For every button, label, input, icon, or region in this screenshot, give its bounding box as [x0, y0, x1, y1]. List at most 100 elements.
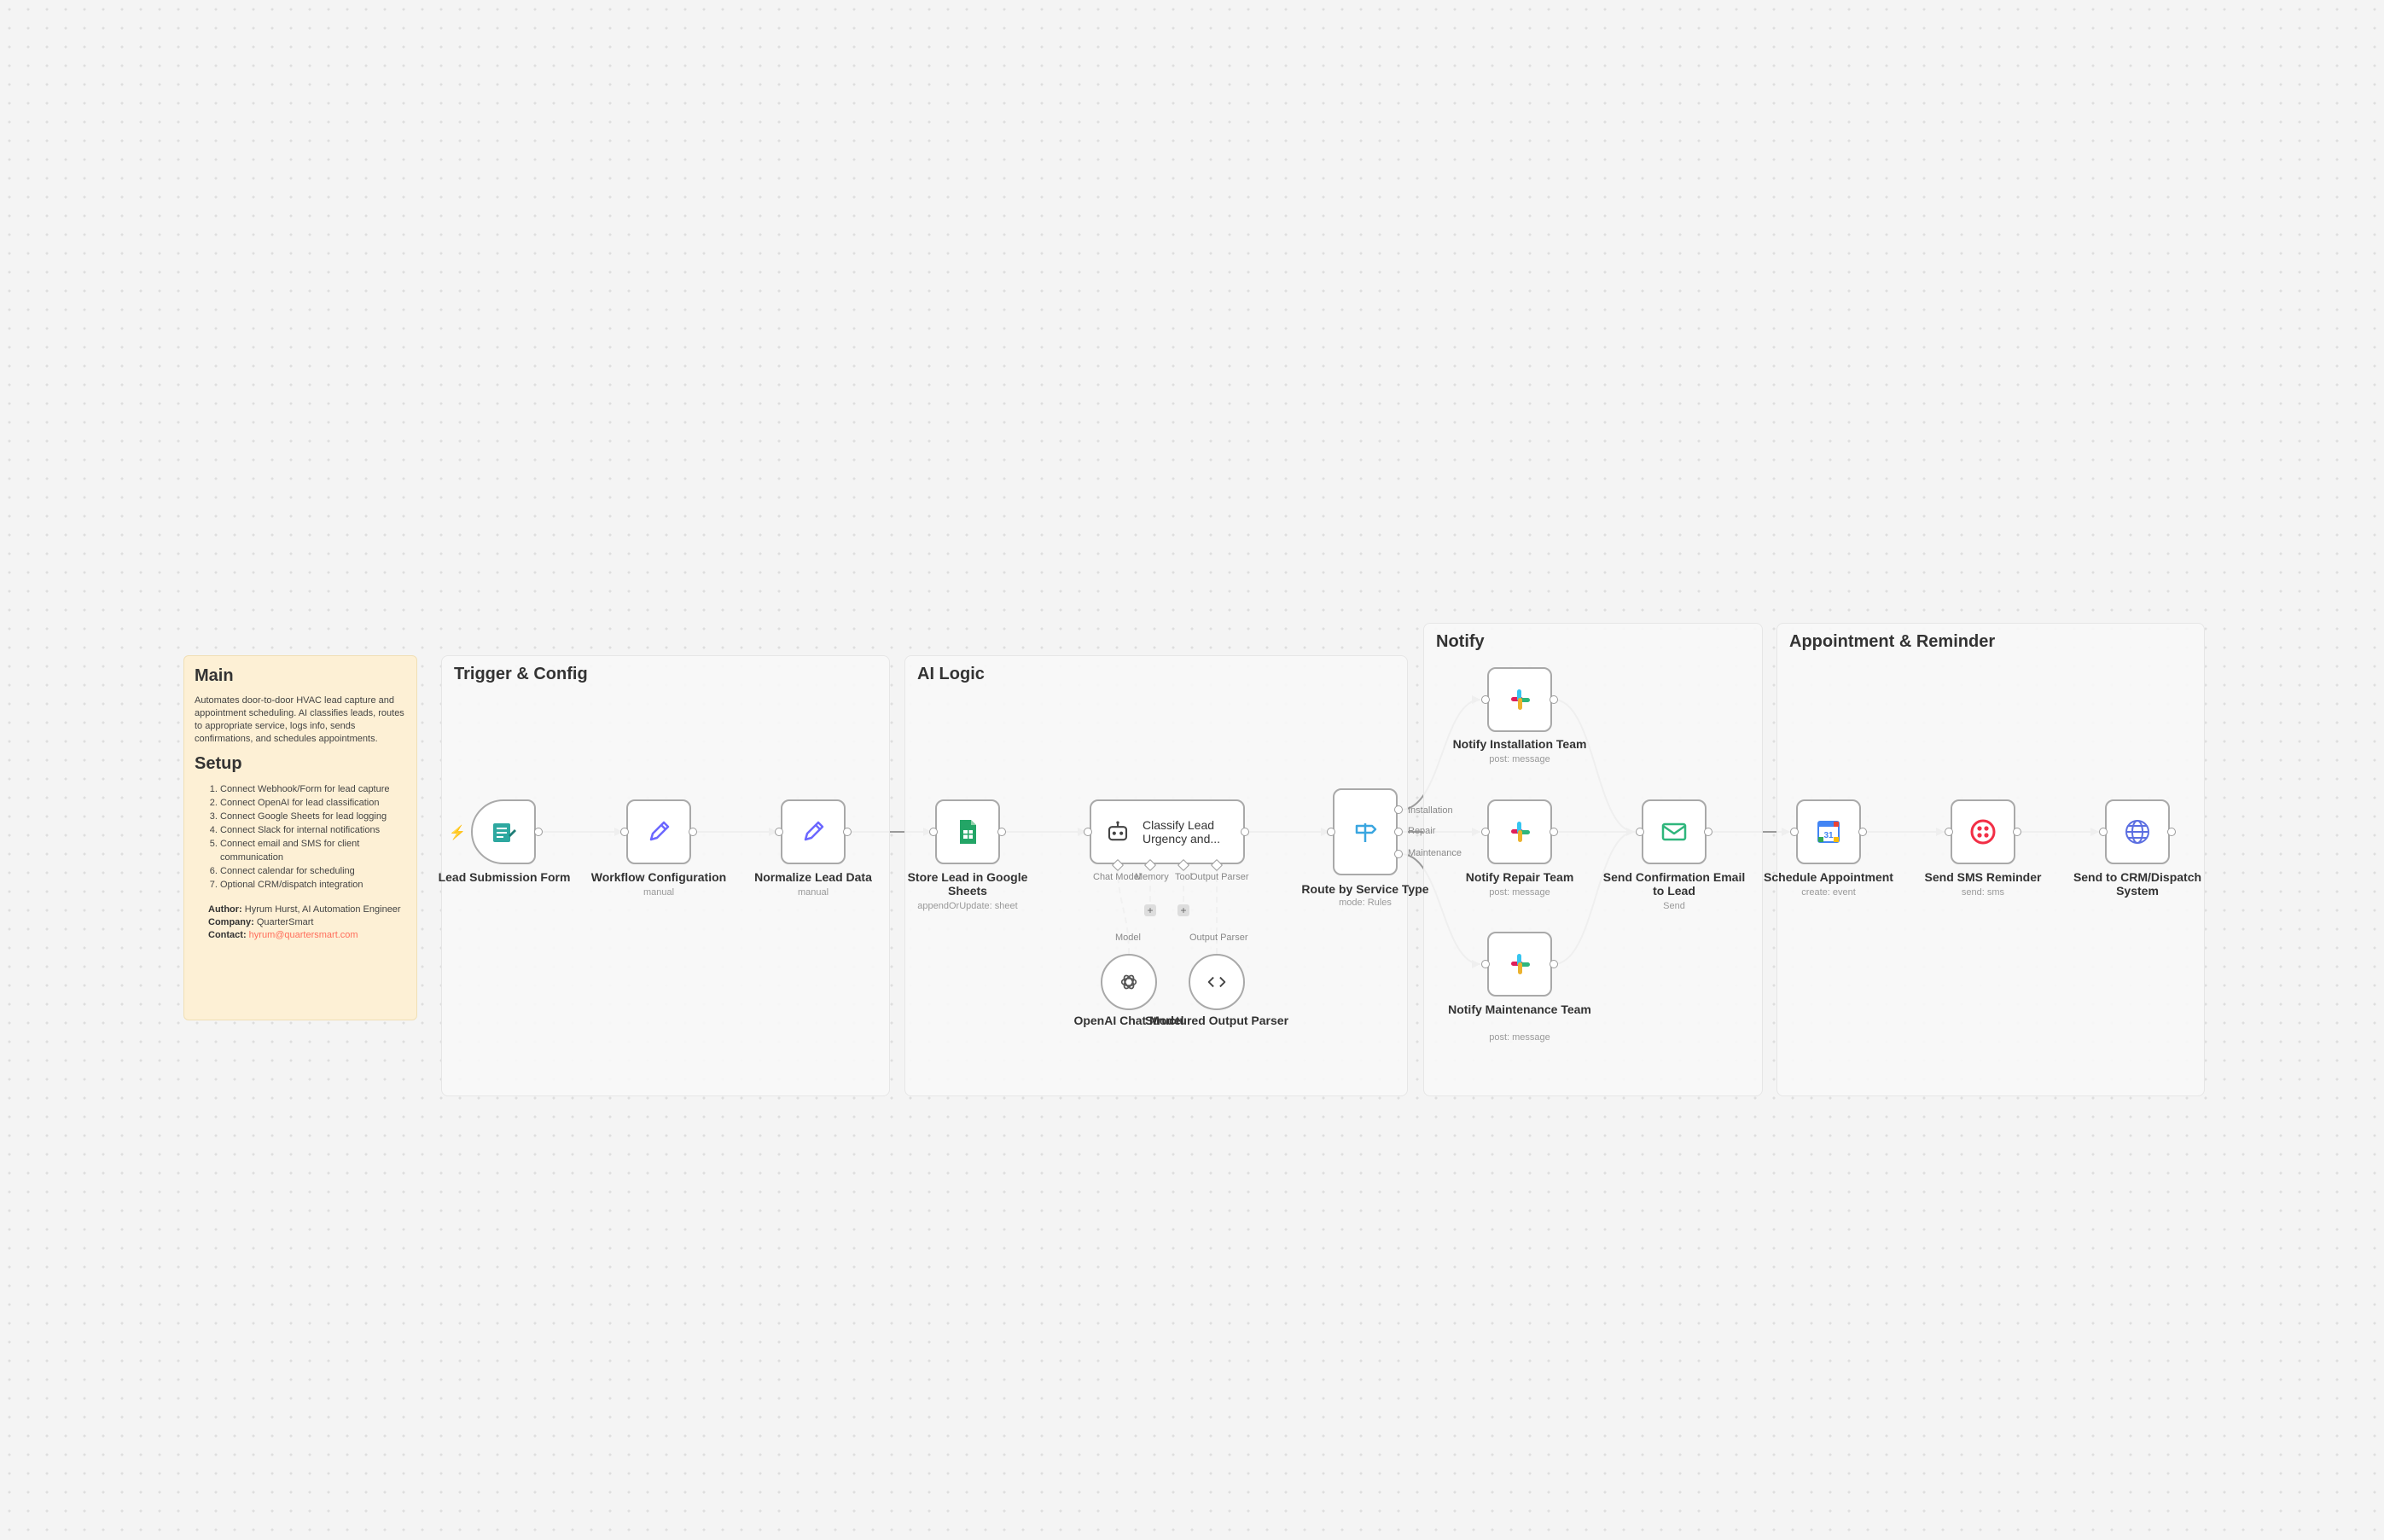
input-port[interactable]: [2099, 828, 2108, 836]
node-label: Notify Repair Team: [1465, 870, 1574, 884]
output-port-repair[interactable]: [1394, 828, 1403, 836]
input-port[interactable]: [1327, 828, 1335, 836]
group-title: AI Logic: [917, 665, 985, 683]
output-port-maintenance[interactable]: [1394, 850, 1403, 858]
node-subtitle: Send: [1663, 901, 1685, 911]
group-notify[interactable]: Notify: [1423, 623, 1763, 1096]
node-route-by-service-type[interactable]: [1333, 788, 1398, 875]
route-label-repair: Repair: [1408, 826, 1436, 836]
output-port[interactable]: [997, 828, 1006, 836]
sticky-note-main[interactable]: Main Automates door-to-door HVAC lead ca…: [183, 655, 417, 1020]
input-port[interactable]: [1636, 828, 1644, 836]
node-notify-repair-team[interactable]: [1487, 799, 1552, 864]
output-parser-port-label: Output Parser: [1190, 872, 1249, 882]
node-notify-installation-team[interactable]: [1487, 667, 1552, 732]
setup-step: Connect calendar for scheduling: [220, 864, 406, 878]
google-calendar-icon: 31: [1817, 821, 1840, 843]
signpost-icon: [1355, 823, 1377, 842]
output-port[interactable]: [534, 828, 543, 836]
input-port[interactable]: [1481, 960, 1490, 968]
output-port[interactable]: [689, 828, 697, 836]
node-workflow-configuration[interactable]: [626, 799, 691, 864]
output-port[interactable]: [1550, 828, 1558, 836]
setup-step: Connect email and SMS for client communi…: [220, 837, 406, 864]
node-label: Send Confirmation Email to Lead: [1602, 870, 1746, 898]
node-openai-chat-model[interactable]: [1101, 954, 1157, 1010]
node-label: Notify Installation Team: [1452, 737, 1587, 751]
output-port-installation[interactable]: [1394, 805, 1403, 814]
node-schedule-appointment[interactable]: 31: [1796, 799, 1861, 864]
input-port[interactable]: [1481, 695, 1490, 704]
slack-icon: [1511, 954, 1530, 974]
input-port[interactable]: [1481, 828, 1490, 836]
output-port[interactable]: [1858, 828, 1867, 836]
code-icon: [1207, 976, 1226, 988]
node-label: OpenAI Chat Model: [1073, 1014, 1184, 1027]
group-trigger-config[interactable]: Trigger & Config: [441, 655, 890, 1096]
mail-icon: [1661, 822, 1687, 841]
output-port[interactable]: [1550, 960, 1558, 968]
node-label: Structured Output Parser: [1144, 1014, 1289, 1027]
setup-step: Connect Google Sheets for lead logging: [220, 810, 406, 823]
contact-line: Contact: hyrum@quartersmart.com: [208, 930, 358, 940]
setup-steps: Connect Webhook/Form for lead capture Co…: [195, 782, 406, 892]
node-send-to-crm-dispatch[interactable]: [2105, 799, 2170, 864]
author-line: Author: Hyrum Hurst, AI Automation Engin…: [208, 904, 401, 915]
node-lead-submission-form[interactable]: [471, 799, 536, 864]
input-port[interactable]: [775, 828, 783, 836]
node-notify-maintenance-team[interactable]: [1487, 932, 1552, 997]
output-parser-connection-label: Output Parser: [1189, 933, 1248, 943]
contact-email-link[interactable]: hyrum@quartersmart.com: [248, 930, 358, 940]
output-port[interactable]: [2013, 828, 2021, 836]
setup-step: Optional CRM/dispatch integration: [220, 878, 406, 892]
setup-step: Connect OpenAI for lead classification: [220, 796, 406, 810]
setup-step: Connect Webhook/Form for lead capture: [220, 782, 406, 796]
sticky-setup-title: Setup: [195, 754, 242, 773]
trigger-bolt-icon: ⚡: [449, 826, 466, 840]
input-port[interactable]: [929, 828, 938, 836]
node-label: Schedule Appointment: [1764, 870, 1893, 884]
output-port[interactable]: [1704, 828, 1712, 836]
add-memory-button[interactable]: +: [1144, 904, 1156, 916]
node-subtitle: send: sms: [1961, 887, 2005, 898]
node-label: Send to CRM/Dispatch System: [2073, 870, 2202, 898]
output-port[interactable]: [1550, 695, 1558, 704]
svg-text:31: 31: [1823, 831, 1834, 840]
output-port[interactable]: [843, 828, 852, 836]
slack-icon: [1511, 689, 1530, 710]
route-label-maintenance: Maintenance: [1408, 848, 1462, 858]
input-port[interactable]: [1945, 828, 1953, 836]
input-port[interactable]: [620, 828, 629, 836]
node-subtitle: manual: [643, 887, 675, 898]
input-port[interactable]: [1084, 828, 1092, 836]
node-subtitle: manual: [797, 887, 829, 898]
node-label: Store Lead in Google Sheets: [907, 870, 1028, 898]
model-connection-label: Model: [1115, 933, 1141, 943]
add-tool-button[interactable]: +: [1177, 904, 1189, 916]
group-title: Appointment & Reminder: [1789, 632, 1996, 651]
node-normalize-lead-data[interactable]: [781, 799, 846, 864]
input-port[interactable]: [1790, 828, 1799, 836]
group-title: Trigger & Config: [454, 665, 588, 683]
company-line: Company: QuarterSmart: [208, 917, 314, 927]
group-ai-logic[interactable]: AI Logic: [904, 655, 1408, 1096]
node-classify-lead-agent[interactable]: Classify Lead Urgency and...: [1090, 799, 1245, 864]
node-send-confirmation-email[interactable]: [1642, 799, 1707, 864]
slack-icon: [1511, 822, 1530, 842]
node-subtitle: post: message: [1489, 1032, 1550, 1043]
output-port[interactable]: [2167, 828, 2176, 836]
sticky-title: Main: [195, 666, 234, 685]
node-structured-output-parser[interactable]: [1189, 954, 1245, 1010]
node-subtitle: post: message: [1489, 754, 1550, 764]
node-subtitle: create: event: [1801, 887, 1856, 898]
node-store-lead-google-sheets[interactable]: [935, 799, 1000, 864]
node-subtitle: post: message: [1489, 887, 1550, 898]
output-port[interactable]: [1241, 828, 1249, 836]
route-label-installation: Installation: [1408, 805, 1453, 816]
node-label: Notify Maintenance Team: [1448, 1002, 1591, 1016]
memory-port-label: Memory: [1135, 872, 1169, 882]
twilio-icon: [1970, 819, 1996, 845]
node-send-sms-reminder[interactable]: [1951, 799, 2015, 864]
node-label: Classify Lead Urgency and...: [1143, 818, 1221, 846]
